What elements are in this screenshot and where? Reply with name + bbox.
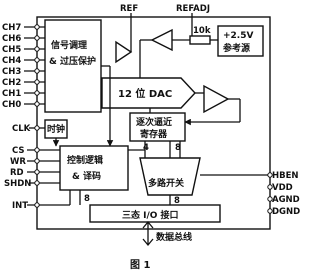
dac-block (101, 77, 196, 109)
data-bus-arrow (142, 220, 154, 247)
pin-ref: REF (120, 4, 138, 14)
mux-block (139, 157, 201, 196)
pin-ch4: CH4 (2, 56, 21, 66)
sar-bus-width-left: 4 (143, 143, 149, 153)
ref-buffer-triangle (115, 40, 133, 64)
pin-wr: WR (10, 157, 26, 167)
pin-ch2: CH2 (2, 78, 21, 88)
pin-clk: CLK (12, 124, 31, 134)
control-pins: CS WR RD SHDN (4, 146, 60, 189)
signal-conditioning-label-2: & 过压保护 (49, 55, 96, 67)
control-logic-label-2: & 译码 (72, 170, 101, 182)
data-bus-label: 数据总线 (156, 231, 192, 243)
control-logic-label-1: 控制逻辑 (67, 154, 103, 166)
reference-label-2: 参考源 (223, 42, 250, 54)
io-port-block (89, 204, 221, 223)
pin-ch0: CH0 (2, 100, 21, 110)
pin-shdn: SHDN (4, 179, 31, 189)
input-pins: CH7 CH6 CH5 CH4 CH3 CH2 CH1 CH0 (2, 23, 45, 110)
sar-label-1: 逐次逼近 (136, 116, 172, 128)
pin-refadj: REFADJ (176, 4, 210, 14)
io-port-label: 三态 I/O 接口 (122, 209, 179, 221)
figure-caption: 图 1 (130, 259, 150, 271)
mux-label: 多路开关 (148, 177, 184, 189)
io-bus-width-left: 8 (84, 194, 90, 204)
right-pins: HBEN VDD AGND DGND (200, 171, 300, 217)
pin-rd: RD (10, 168, 24, 178)
pin-ch1: CH1 (2, 89, 21, 99)
pin-hben: HBEN (272, 171, 299, 181)
pin-agnd: AGND (272, 195, 300, 205)
signal-conditioning-block (44, 19, 102, 113)
pin-vdd: VDD (272, 183, 293, 193)
reference-block (217, 25, 264, 57)
pin-dgnd: DGND (272, 207, 300, 217)
clock-label: 时钟 (47, 123, 65, 135)
comparator-triangle (203, 84, 230, 114)
io-bus-width-right: 8 (174, 196, 180, 206)
block-diagram: REF REFADJ CH7 CH6 CH5 CH4 CH3 CH2 CH1 C… (2, 4, 300, 271)
sar-bus-width-right: 8 (175, 143, 181, 153)
pin-ch5: CH5 (2, 45, 21, 55)
resistor-10k (189, 35, 211, 45)
pin-int: INT (12, 201, 28, 211)
pin-ch7: CH7 (2, 23, 21, 33)
sar-label-2: 寄存器 (140, 128, 168, 140)
resistor-label: 10k (193, 26, 211, 36)
dac-label: 12 位 DAC (118, 87, 172, 100)
pin-ch6: CH6 (2, 34, 21, 44)
pin-cs: CS (12, 146, 25, 156)
reference-label-1: +2.5V (223, 31, 253, 41)
pin-ch3: CH3 (2, 67, 21, 77)
signal-conditioning-label-1: 信号调理 (51, 39, 87, 51)
sar-register-block (129, 112, 186, 142)
control-logic-block (59, 145, 129, 191)
